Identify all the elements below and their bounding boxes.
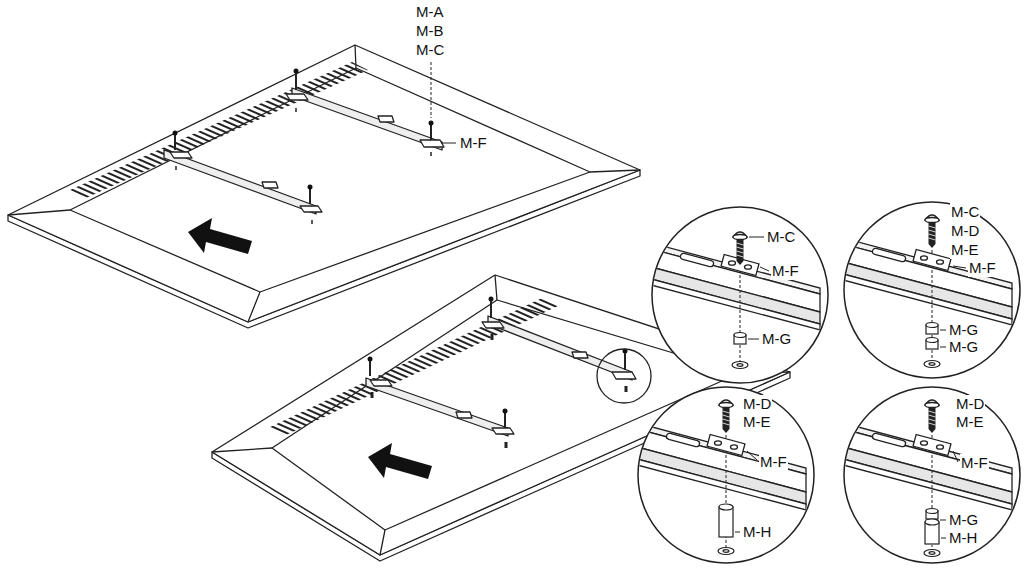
part-label: M-C	[950, 203, 980, 221]
part-label: M-C	[766, 228, 796, 246]
part-label: M-E	[742, 413, 772, 431]
part-label: M-G	[761, 330, 792, 348]
part-label: M-F	[968, 259, 997, 277]
part-label: M-D	[955, 395, 985, 413]
part-label: M-G	[948, 338, 979, 356]
part-label: M-F	[459, 134, 488, 152]
part-label: M-G	[948, 321, 979, 339]
part-label: M-A	[415, 3, 445, 21]
part-label: M-H	[742, 523, 772, 541]
part-label: M-E	[950, 241, 980, 259]
part-label: M-C	[415, 41, 445, 59]
part-label: M-F	[771, 262, 800, 280]
part-label: M-G	[948, 511, 979, 529]
part-label: M-B	[415, 22, 445, 40]
part-label: M-D	[950, 222, 980, 240]
part-label: M-D	[742, 395, 772, 413]
part-label: M-H	[948, 529, 978, 547]
part-label: M-F	[960, 454, 989, 472]
part-label: M-E	[955, 413, 985, 431]
part-label: M-F	[759, 453, 788, 471]
